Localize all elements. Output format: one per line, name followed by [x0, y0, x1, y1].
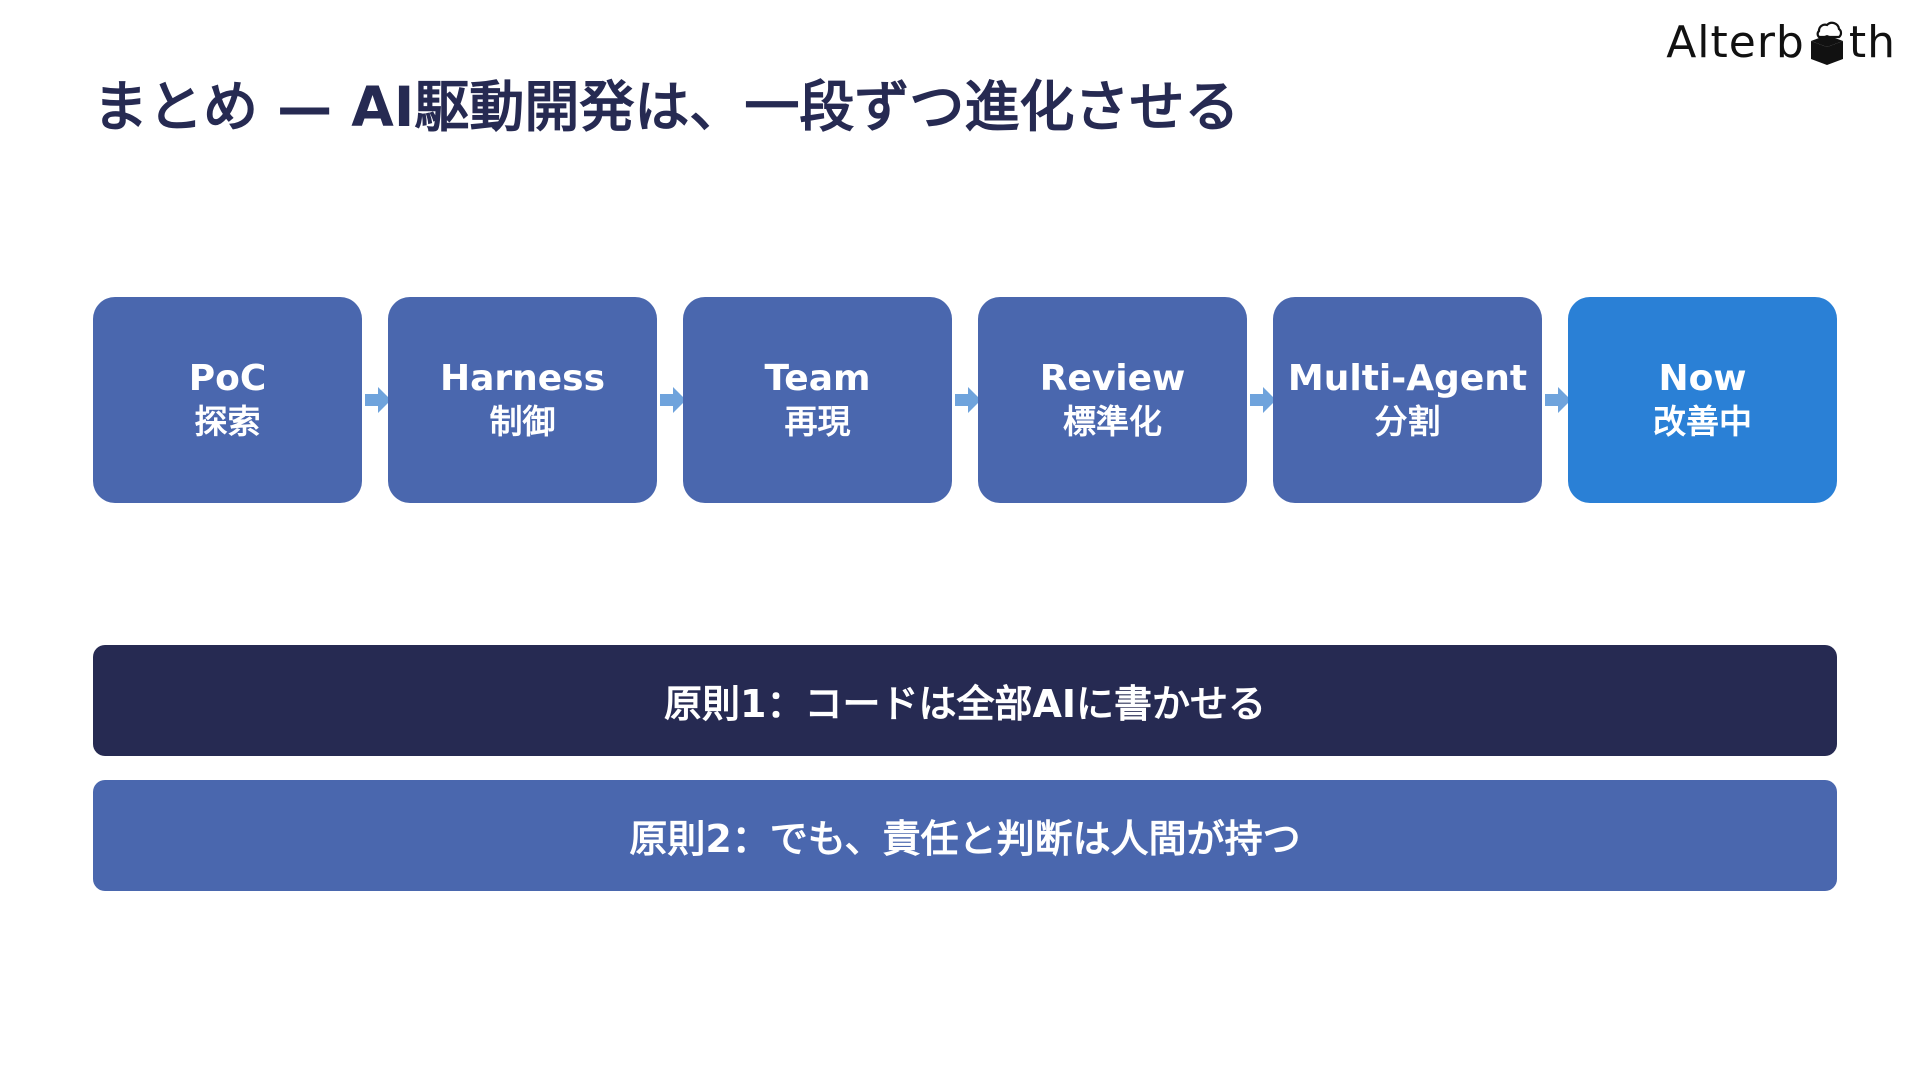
step-label-en: PoC [188, 358, 267, 399]
logo-text-prefix: Alterb [1666, 16, 1805, 68]
step-multi-agent: Multi-Agent 分割 [1273, 297, 1542, 503]
brand-logo: Alterb th [1666, 12, 1896, 72]
chevron-right-arrow-icon [955, 387, 981, 413]
step-now: Now 改善中 [1568, 297, 1837, 503]
chevron-right-arrow-icon [660, 387, 686, 413]
step-label-en: Multi-Agent [1287, 358, 1528, 399]
evolution-flow: PoC 探索 Harness 制御 Team 再現 Review 標準化 Mul [93, 297, 1837, 503]
step-review: Review 標準化 [978, 297, 1247, 503]
step-label-ja: 再現 [784, 402, 851, 441]
step-label-ja: 探索 [194, 402, 261, 441]
chevron-right-arrow-icon [365, 387, 391, 413]
step-harness: Harness 制御 [388, 297, 657, 503]
step-poc: PoC 探索 [93, 297, 362, 503]
step-team: Team 再現 [683, 297, 952, 503]
principle-1-text: 原則1：コードは全部AIに書かせる [664, 682, 1266, 726]
cloud-box-logo-icon [1810, 21, 1843, 65]
logo-text-suffix: th [1848, 16, 1896, 68]
page-title: まとめ — AI駆動開発は、一段ずつ進化させる [93, 75, 1240, 139]
step-label-ja: 分割 [1374, 402, 1441, 441]
principle-1-banner: 原則1：コードは全部AIに書かせる [93, 645, 1837, 756]
step-label-en: Harness [439, 358, 606, 399]
step-label-en: Review [1039, 358, 1186, 399]
step-label-ja: 改善中 [1653, 402, 1752, 441]
step-label-en: Now [1658, 358, 1747, 399]
principle-2-banner: 原則2：でも、責任と判断は人間が持つ [93, 780, 1837, 891]
step-label-en: Team [764, 358, 871, 399]
step-label-ja: 制御 [489, 402, 556, 441]
principle-2-text: 原則2：でも、責任と判断は人間が持つ [629, 817, 1301, 861]
step-label-ja: 標準化 [1063, 402, 1162, 441]
chevron-right-arrow-icon [1250, 387, 1276, 413]
chevron-right-arrow-icon [1545, 387, 1571, 413]
